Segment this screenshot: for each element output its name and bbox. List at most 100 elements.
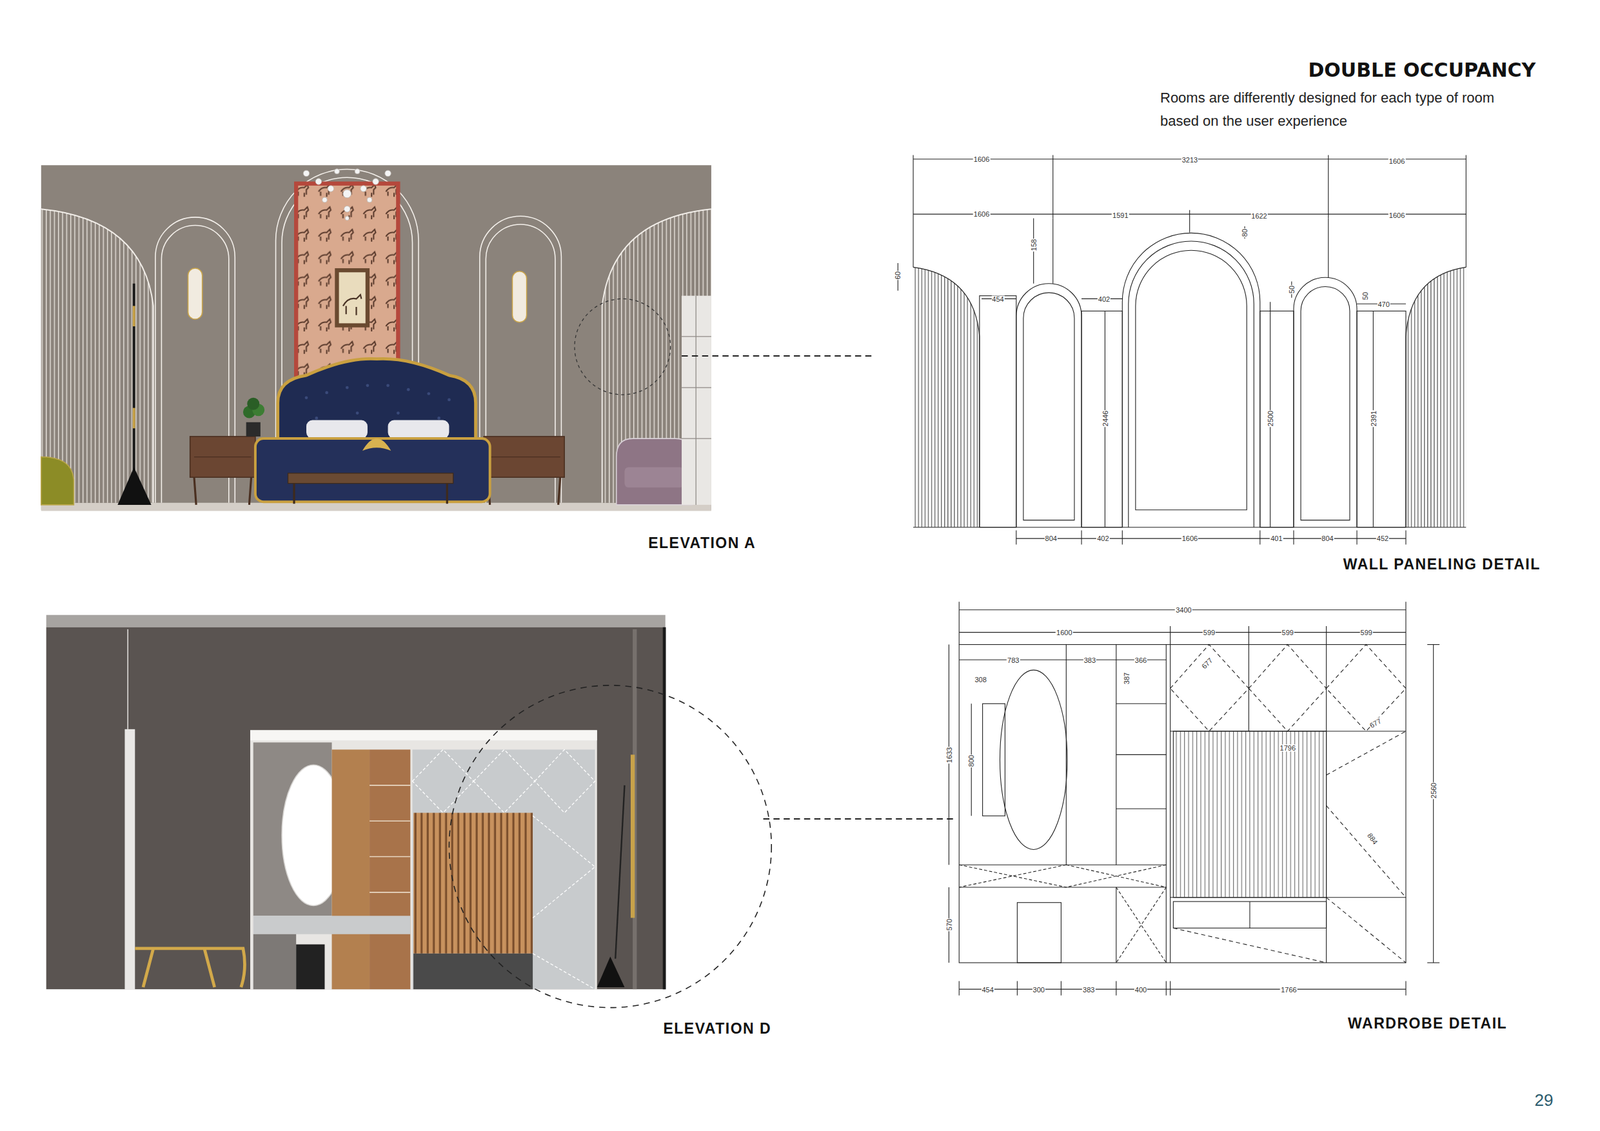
elevation-a-render: [314, 416, 318, 420]
elevation-a-render: [334, 268, 370, 328]
wardrobe-drawing: [958, 864, 1166, 963]
dimension-label: 454: [980, 986, 994, 994]
elevation-a-render: [355, 411, 360, 415]
elevation-d-render: [412, 749, 595, 990]
dimension-label: 452: [1376, 535, 1390, 543]
dimension-label: 599: [1281, 629, 1295, 637]
elevation-d-render: [296, 944, 325, 990]
dimension-label: 60: [894, 270, 902, 280]
dimension-label: 402: [1097, 295, 1111, 303]
wall-paneling-drawing: [1260, 310, 1294, 527]
drawing-heading: WALL PANELING DETAIL: [1343, 555, 1541, 574]
wardrobe-drawing: [1017, 902, 1061, 963]
wall-paneling-drawing: [913, 266, 980, 527]
wardrobe-drawing: [1066, 644, 1067, 866]
elevation-d-render: [662, 627, 667, 990]
elevation-a-render: [488, 456, 561, 458]
wall-paneling-drawing: [913, 154, 914, 267]
elevation-d-render: [412, 749, 474, 813]
wardrobe-drawing: [1173, 901, 1326, 929]
wardrobe-drawing: [958, 886, 1166, 888]
dimension-label: 2446: [1101, 409, 1109, 427]
wall-paneling-drawing: [1080, 530, 1082, 545]
elevation-a-render: [366, 197, 373, 203]
wardrobe-drawing: [1170, 644, 1406, 963]
wardrobe-drawing: [1427, 644, 1440, 645]
dimension-label: 1796: [1279, 744, 1297, 752]
elevation-a-render: [616, 438, 692, 505]
dimension-label: 884: [1365, 831, 1380, 847]
wall-paneling-drawing: [1135, 250, 1247, 511]
elevation-d-render: [413, 813, 533, 954]
elevation-d-render: [448, 685, 772, 1008]
elevation-d-render: [413, 953, 533, 990]
elevation-a-render: [246, 397, 260, 411]
elevation-d-render: [332, 749, 371, 990]
dimension-label: 2391: [1369, 409, 1377, 427]
wardrobe-drawing: [948, 601, 1440, 996]
wall-paneling-drawing: [1259, 530, 1261, 545]
page-number: 29: [1534, 1089, 1554, 1110]
wall-paneling-drawing: [1081, 310, 1123, 527]
dimension-label: 383: [1083, 656, 1097, 664]
wardrobe-drawing: [1165, 981, 1167, 996]
elevation-d-render: [532, 815, 595, 990]
dimension-label: 599: [1202, 629, 1216, 637]
wall-paneling-drawing: [1023, 292, 1075, 521]
elevation-a-render: [322, 197, 328, 203]
elevation-a-render: [327, 185, 334, 192]
elevation-a-render: [372, 178, 379, 185]
wardrobe-drawing: [1427, 962, 1440, 963]
dimension-label: 677: [1200, 655, 1215, 671]
elevation-a-render: [294, 483, 447, 505]
wardrobe-drawing: [1017, 981, 1018, 996]
subtitle-note: Rooms are differently designed for each …: [1160, 86, 1528, 133]
wardrobe-drawing: [1115, 981, 1117, 996]
wardrobe-drawing: [1248, 644, 1326, 732]
wall-paneling-drawing: [1327, 217, 1329, 278]
elevation-a-render: [188, 268, 203, 320]
callout-leader: [763, 818, 955, 820]
wardrobe-drawing: [958, 864, 1166, 888]
wall-paneling-drawing: [1405, 530, 1406, 545]
wardrobe-drawing: [1169, 626, 1171, 645]
elevation-d-render: [46, 627, 666, 990]
elevation-d-render: [630, 754, 635, 918]
drawing-heading: WARDROBE DETAIL: [1347, 1015, 1508, 1033]
elevation-a-render: [315, 178, 322, 185]
elevation-d-render: [253, 915, 411, 934]
elevation-a-render: [303, 170, 309, 177]
wardrobe-drawing: [982, 703, 1006, 816]
dimension-label: 804: [1320, 535, 1334, 543]
dimension-label: 366: [1134, 656, 1148, 664]
elevation-a-render: [132, 283, 136, 478]
elevation-d-render: [250, 730, 598, 741]
wardrobe-drawing: [1115, 887, 1117, 963]
wall-paneling-drawing: [1016, 283, 1082, 528]
elevation-a-render: [132, 305, 136, 327]
wardrobe-drawing: [1165, 644, 1167, 963]
elevation-d-render: [127, 629, 129, 730]
elevation-a-render: [132, 408, 136, 429]
dimension-label: 454: [991, 295, 1005, 303]
dimension-label: 1606: [973, 155, 990, 163]
dimension-label: 1606: [1388, 158, 1406, 166]
wardrobe-drawing: [958, 601, 960, 645]
elevation-d-render: [124, 729, 135, 990]
elevation-d-render: [412, 749, 595, 990]
wall-paneling-drawing: [1327, 154, 1329, 218]
wall-paneling-drawing: [979, 296, 1017, 528]
wardrobe-drawing: [999, 670, 1067, 850]
wardrobe-drawing: [1116, 754, 1166, 756]
wardrobe-drawing: [1173, 731, 1326, 898]
elevation-d-render: [597, 957, 625, 988]
wall-paneling-drawing: [1356, 530, 1358, 545]
dimension-label: 1591: [1111, 211, 1129, 219]
dimension-label: 50: [1362, 291, 1370, 301]
dimension-label: 402: [1096, 535, 1110, 543]
elevation-a-render: [41, 165, 712, 511]
wall-paneling-drawing: [1405, 266, 1466, 527]
wall-paneling-drawing: [1293, 277, 1357, 527]
dimension-label: 387: [1122, 671, 1130, 685]
elevation-a-render: [288, 473, 454, 484]
